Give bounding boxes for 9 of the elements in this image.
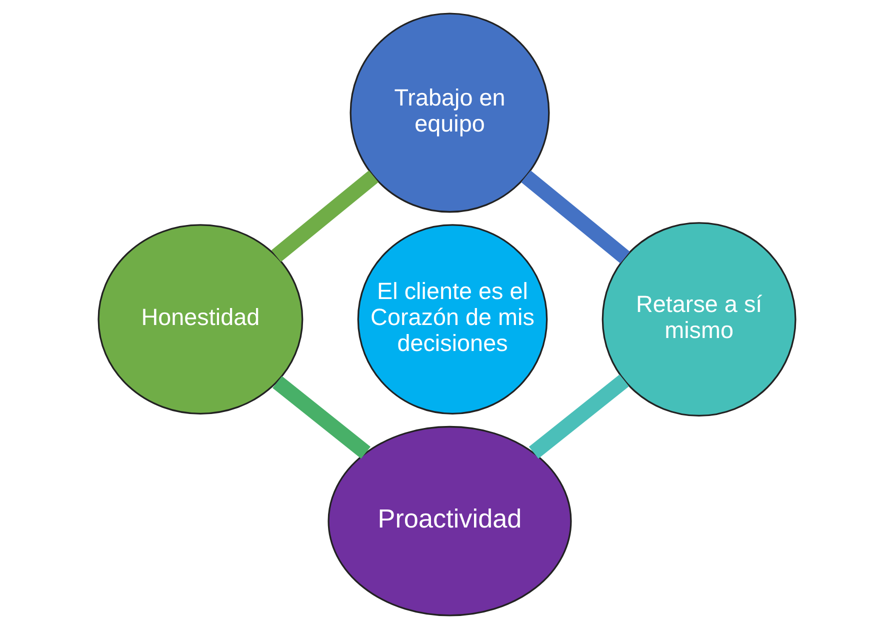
node-circle: Honestidad xyxy=(97,224,303,414)
connector xyxy=(270,170,378,262)
node-ellipse: Proactividad xyxy=(327,426,572,616)
node-circle: Retarse a sí mismo xyxy=(601,222,796,417)
node-circle: El cliente es el Corazón de mis decisiones xyxy=(356,224,548,414)
node-circle: Trabajo en equipo xyxy=(349,12,550,213)
connector xyxy=(272,376,370,459)
connector xyxy=(520,170,630,264)
connector xyxy=(528,374,628,459)
